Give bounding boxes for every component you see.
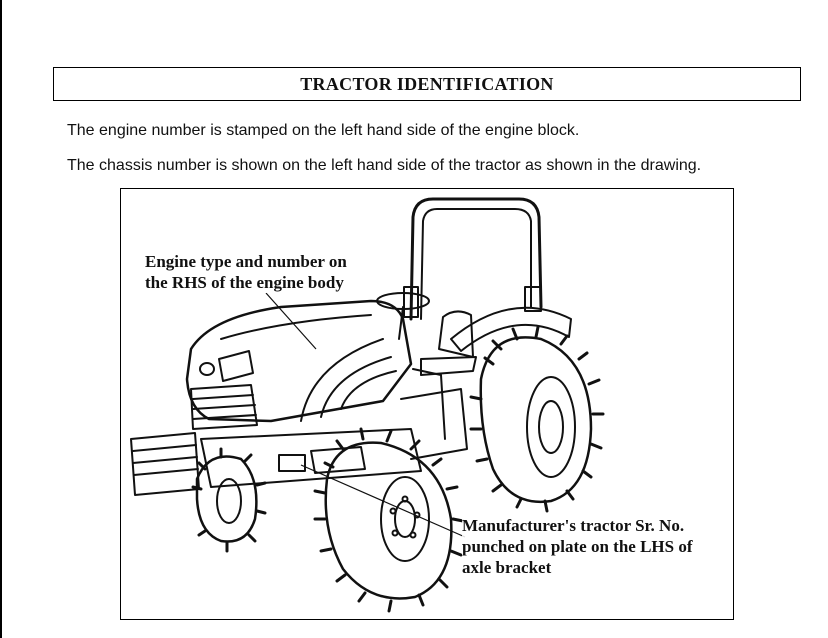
engine-callout-line-2: the RHS of the engine body bbox=[145, 273, 344, 292]
chassis-callout-line-1: Manufacturer's tractor Sr. No. bbox=[462, 516, 685, 535]
page-left-border bbox=[0, 0, 2, 638]
tractor-illustration bbox=[130, 197, 605, 613]
chassis-callout-line-3: axle bracket bbox=[462, 558, 552, 577]
section-title: TRACTOR IDENTIFICATION bbox=[300, 73, 554, 94]
engine-number-callout: Engine type and number on the RHS of the… bbox=[145, 251, 347, 293]
chassis-callout-line-2: punched on plate on the LHS of bbox=[462, 537, 693, 556]
engine-number-paragraph: The engine number is stamped on the left… bbox=[67, 122, 580, 139]
chassis-number-callout: Manufacturer's tractor Sr. No. punched o… bbox=[462, 515, 693, 578]
chassis-number-paragraph: The chassis number is shown on the left … bbox=[67, 157, 702, 174]
tractor-diagram: Engine type and number on the RHS of the… bbox=[120, 188, 734, 620]
engine-callout-line-1: Engine type and number on bbox=[145, 252, 347, 271]
section-title-box: TRACTOR IDENTIFICATION bbox=[53, 67, 801, 101]
